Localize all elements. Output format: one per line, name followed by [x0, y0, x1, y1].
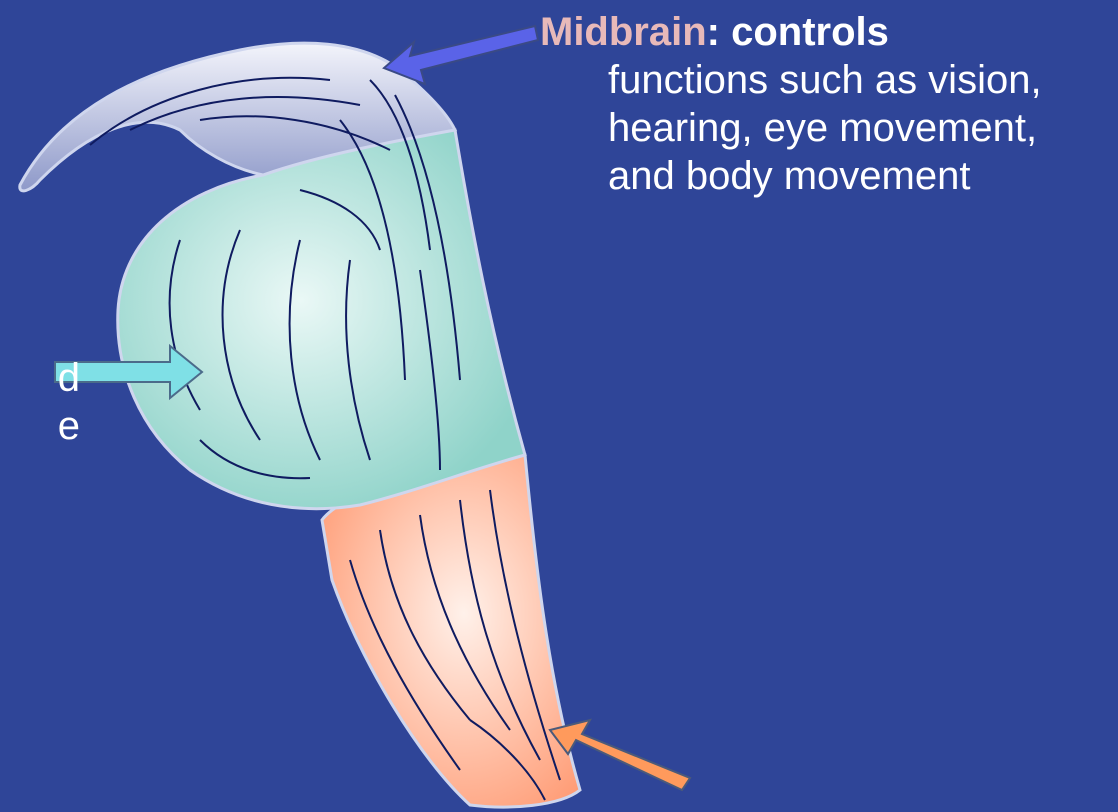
pons-region [118, 130, 525, 509]
cropped-left-text: d e [0, 354, 80, 450]
midbrain-description: functions such as vision, hearing, eye m… [608, 56, 1108, 200]
cropped-left-line-2: e [0, 402, 80, 450]
midbrain-heading: Midbrain: controls [540, 8, 1115, 56]
midbrain-caption: Midbrain: controls functions such as vis… [540, 8, 1115, 200]
medulla-region [322, 455, 580, 807]
midbrain-heading-rest: : controls [707, 10, 889, 54]
midbrain-arrow [384, 26, 538, 84]
cropped-left-line-1: d [0, 354, 80, 402]
midbrain-term: Midbrain [540, 10, 707, 54]
